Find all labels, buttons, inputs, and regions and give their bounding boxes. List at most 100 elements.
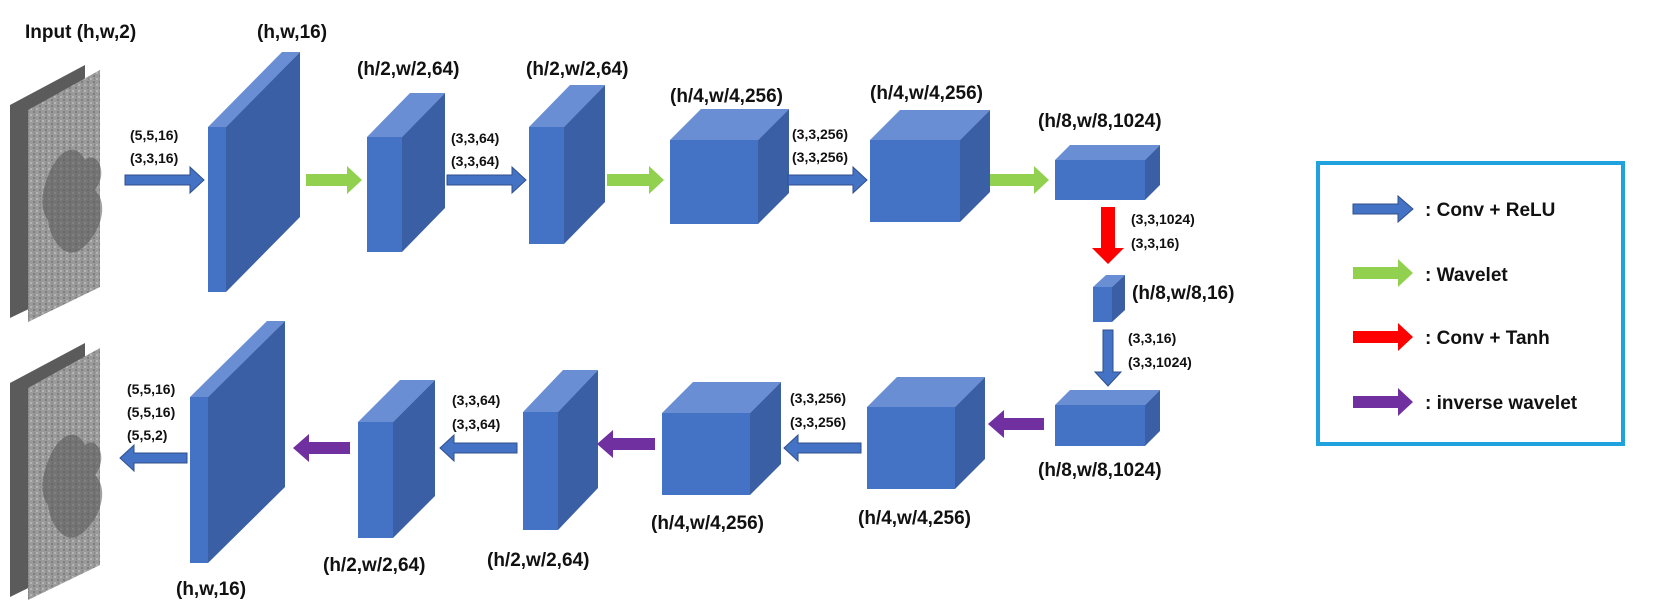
block-front-face xyxy=(670,140,758,224)
kernel-d-2: (3,3,16) xyxy=(1131,235,1179,251)
block-front-face xyxy=(1055,405,1145,446)
enc-block-3 xyxy=(529,85,605,244)
enc2-label: (h/2,w/2,64) xyxy=(357,59,459,80)
arrow-shape xyxy=(124,165,205,195)
block-front-face xyxy=(367,137,402,252)
input-image-stack xyxy=(10,65,103,322)
arrow-conv-relu-6 xyxy=(439,433,518,463)
bottleneck-block xyxy=(1093,275,1125,322)
legend-label-inverse-wavelet: : inverse wavelet xyxy=(1425,393,1578,414)
block-side-face xyxy=(1145,390,1160,446)
block-side-face xyxy=(758,109,789,224)
kernel-c-1: (3,3,256) xyxy=(792,126,848,142)
arrow-wavelet-2 xyxy=(607,166,664,194)
block-side-face xyxy=(1145,145,1160,200)
block-top-face xyxy=(870,110,990,140)
legend-arrow-inverse-wavelet xyxy=(1353,388,1413,416)
legend-arrow-wavelet xyxy=(1353,259,1413,287)
block-front-face xyxy=(870,140,960,222)
arrow-conv-relu-3 xyxy=(787,165,868,195)
block-side-face xyxy=(558,370,598,530)
legend-item-inverse-wavelet: : inverse wavelet xyxy=(1353,388,1578,416)
legend-arrow-conv-relu xyxy=(1352,194,1414,224)
block-side-face xyxy=(960,110,990,222)
block-side-face xyxy=(1112,275,1125,322)
block-side-face xyxy=(564,85,605,244)
legend-label-wavelet: : Wavelet xyxy=(1425,265,1508,286)
block-top-face xyxy=(529,85,605,127)
arrow-conv-relu-1 xyxy=(124,165,205,195)
kernel-a-1: (5,5,16) xyxy=(130,127,178,143)
enc3-label: (h/2,w/2,64) xyxy=(526,59,628,80)
kernel-e-2: (3,3,1024) xyxy=(1128,354,1192,370)
kernel-e-1: (3,3,16) xyxy=(1128,330,1176,346)
enc5-label: (h/4,w/4,256) xyxy=(870,83,983,104)
enc-block-6 xyxy=(1055,145,1160,200)
kernel-c-2: (3,3,256) xyxy=(792,149,848,165)
enc4-label: (h/4,w/4,256) xyxy=(670,86,783,107)
block-top-face xyxy=(1055,390,1160,405)
arrow-wavelet-1 xyxy=(306,166,362,194)
block-front-face xyxy=(208,127,226,292)
dec5-label: (h/4,w/4,256) xyxy=(858,508,971,529)
kernel-d-1: (3,3,1024) xyxy=(1131,211,1195,227)
legend-item-wavelet: : Wavelet xyxy=(1353,259,1508,287)
block-front-face xyxy=(523,412,558,530)
arrow-shape xyxy=(990,166,1049,194)
arrow-shape xyxy=(446,165,527,195)
legend-item-conv-tanh: : Conv + Tanh xyxy=(1353,323,1550,351)
kernel-a-2: (3,3,16) xyxy=(130,150,178,166)
arrow-conv-relu-4 xyxy=(1093,329,1123,387)
input-label: Input (h,w,2) xyxy=(25,22,136,43)
arrow-shape xyxy=(119,443,188,473)
dec4-label: (h/4,w/4,256) xyxy=(651,513,764,534)
block-front-face xyxy=(867,407,955,489)
enc6-label: (h/8,w/8,1024) xyxy=(1038,111,1162,132)
dec-block-1 xyxy=(190,321,285,563)
block-front-face xyxy=(529,127,564,244)
enc-block-5 xyxy=(870,110,990,222)
arrow-conv-relu-7 xyxy=(119,443,188,473)
kernel-h-2: (5,5,16) xyxy=(127,404,175,420)
arrow-shape xyxy=(306,166,362,194)
dec3-label: (h/2,w/2,64) xyxy=(487,550,589,571)
kernel-g-1: (3,3,64) xyxy=(452,392,500,408)
arrow-shape xyxy=(607,166,664,194)
kernel-f-2: (3,3,256) xyxy=(790,414,846,430)
arrow-shape xyxy=(783,433,862,463)
arrow-shape xyxy=(439,433,518,463)
legend-label-conv-tanh: : Conv + Tanh xyxy=(1425,328,1550,349)
block-top-face xyxy=(208,52,300,127)
kernel-b-1: (3,3,64) xyxy=(451,130,499,146)
enc-block-4 xyxy=(670,109,789,224)
block-front-face xyxy=(358,422,393,538)
arrow-shape xyxy=(597,430,655,458)
enc-block-2 xyxy=(367,93,445,252)
kernel-f-1: (3,3,256) xyxy=(790,390,846,406)
block-side-face xyxy=(393,380,435,538)
block-front-face xyxy=(190,397,208,563)
legend-arrow-conv-tanh xyxy=(1353,323,1413,351)
dec6-label: (h/8,w/8,1024) xyxy=(1038,460,1162,481)
arrow-inverse-wavelet-3 xyxy=(293,434,350,462)
block-top-face xyxy=(1055,145,1160,160)
legend-label-conv-relu: : Conv + ReLU xyxy=(1425,200,1555,221)
dec2-label: (h/2,w/2,64) xyxy=(323,555,425,576)
block-front-face xyxy=(1055,160,1145,200)
bottleneck-label: (h/8,w/8,16) xyxy=(1132,283,1234,304)
kernel-b-2: (3,3,64) xyxy=(451,153,499,169)
block-top-face xyxy=(367,93,445,137)
arrow-shape xyxy=(787,165,868,195)
block-top-face xyxy=(358,380,435,422)
block-front-face xyxy=(1093,287,1112,322)
legend-box xyxy=(1316,161,1625,446)
arrow-conv-relu-5 xyxy=(783,433,862,463)
dec-block-2 xyxy=(358,380,435,538)
block-side-face xyxy=(402,93,445,252)
block-top-face xyxy=(867,377,985,407)
arrow-inverse-wavelet-1 xyxy=(988,410,1044,438)
arrow-conv-relu-2 xyxy=(446,165,527,195)
arrow-shape xyxy=(293,434,350,462)
